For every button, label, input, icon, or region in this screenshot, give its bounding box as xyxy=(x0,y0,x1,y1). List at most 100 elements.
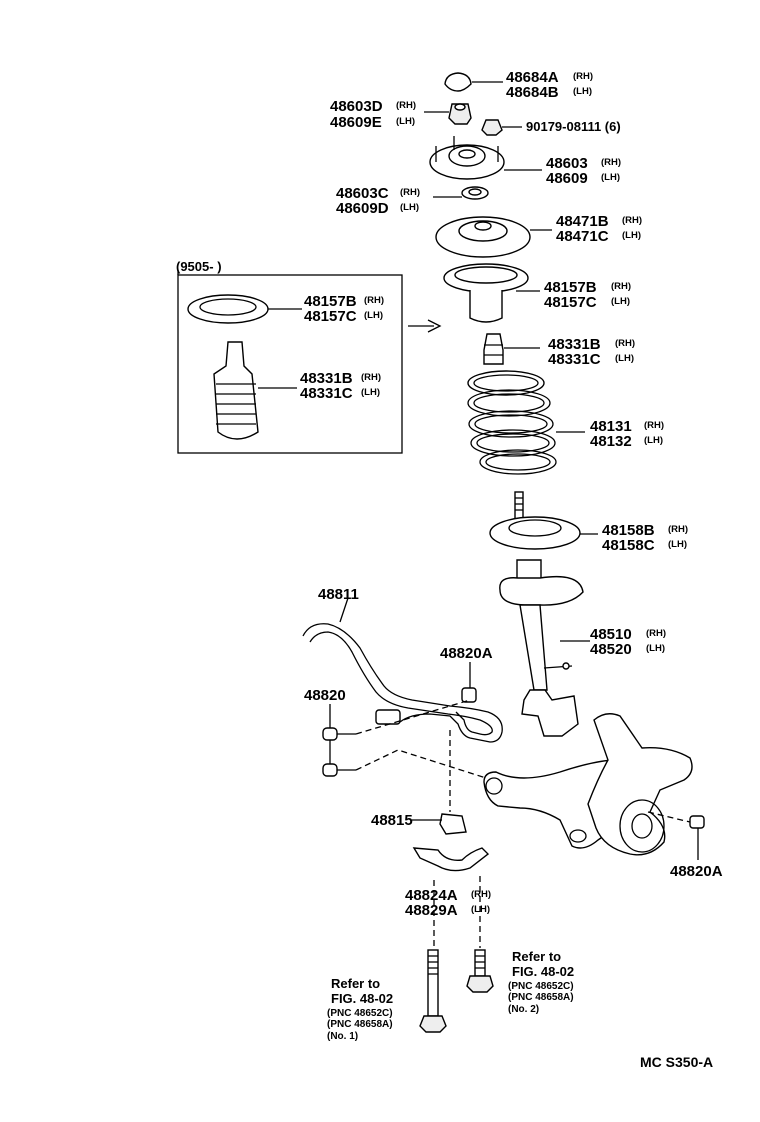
label-48811: 48811 xyxy=(318,586,359,603)
svg-text:(LH): (LH) xyxy=(611,296,630,307)
svg-text:(RH): (RH) xyxy=(471,889,491,900)
label-48684: 48684A (RH) 48684B (LH) xyxy=(506,69,593,101)
inset-box xyxy=(177,270,442,454)
nut-90179 xyxy=(481,119,522,136)
svg-text:48131: 48131 xyxy=(590,418,632,435)
seat-48471 xyxy=(435,216,552,258)
svg-text:(RH): (RH) xyxy=(601,157,621,168)
bushing-48820a-top xyxy=(461,662,477,703)
seat-48158 xyxy=(489,516,598,550)
svg-text:48158C: 48158C xyxy=(602,537,655,554)
svg-text:48471C: 48471C xyxy=(556,228,609,245)
svg-text:48820: 48820 xyxy=(304,687,346,704)
svg-text:48820A: 48820A xyxy=(670,863,723,880)
svg-text:(No. 1): (No. 1) xyxy=(327,1031,358,1042)
svg-text:(PNC 48658A): (PNC 48658A) xyxy=(508,992,574,1003)
label-box-date: (9505- ) xyxy=(176,259,222,274)
svg-text:MC S350-A: MC S350-A xyxy=(640,1054,713,1070)
svg-text:48609D: 48609D xyxy=(336,200,389,217)
svg-text:48811: 48811 xyxy=(318,586,359,603)
svg-text:(PNC 48658A): (PNC 48658A) xyxy=(327,1019,393,1030)
label-48510: 48510 (RH) 48520 (LH) xyxy=(590,626,666,658)
svg-text:48157B: 48157B xyxy=(304,293,357,310)
svg-text:48603C: 48603C xyxy=(336,185,389,202)
refer-note-no1: Refer to FIG. 48-02 (PNC 48652C) (PNC 48… xyxy=(327,976,393,1042)
svg-text:FIG. 48-02: FIG. 48-02 xyxy=(512,964,574,979)
svg-text:(LH): (LH) xyxy=(615,353,634,364)
svg-text:48158B: 48158B xyxy=(602,522,655,539)
svg-text:(RH): (RH) xyxy=(615,338,635,349)
svg-text:48331B: 48331B xyxy=(300,370,353,387)
svg-text:FIG. 48-02: FIG. 48-02 xyxy=(331,991,393,1006)
svg-text:(LH): (LH) xyxy=(646,643,665,654)
svg-text:48603D: 48603D xyxy=(330,98,383,115)
svg-text:(RH): (RH) xyxy=(573,71,593,82)
svg-text:48157C: 48157C xyxy=(544,294,597,311)
svg-text:(LH): (LH) xyxy=(471,904,490,915)
svg-text:48157B: 48157B xyxy=(544,279,597,296)
label-48603c: 48603C (RH) 48609D (LH) xyxy=(336,185,420,217)
stabilizer-bar-48811 xyxy=(302,597,503,743)
svg-text:(LH): (LH) xyxy=(601,172,620,183)
svg-text:(RH): (RH) xyxy=(400,187,420,198)
bumper-48331 xyxy=(483,333,540,365)
svg-text:(LH): (LH) xyxy=(668,539,687,550)
svg-text:(LH): (LH) xyxy=(644,435,663,446)
part-number-48684a: 48684A xyxy=(506,69,559,86)
cap-48684 xyxy=(444,72,503,92)
svg-text:(LH): (LH) xyxy=(364,310,383,321)
nut-48603d xyxy=(424,103,472,125)
bolt-no1 xyxy=(419,949,447,1033)
svg-text:(LH): (LH) xyxy=(400,202,419,213)
absorber-48510 xyxy=(499,559,590,737)
label-48471: 48471B (RH) 48471C (LH) xyxy=(556,213,642,245)
link-48820 xyxy=(322,704,401,777)
svg-text:(LH): (LH) xyxy=(396,116,415,127)
refer-note-no2: Refer to FIG. 48-02 (PNC 48652C) (PNC 48… xyxy=(508,949,574,1015)
svg-text:(RH): (RH) xyxy=(364,295,384,306)
svg-text:(PNC 48652C): (PNC 48652C) xyxy=(327,1008,393,1019)
svg-text:48331C: 48331C xyxy=(548,351,601,368)
svg-text:48603: 48603 xyxy=(546,155,588,172)
svg-text:(RH): (RH) xyxy=(361,372,381,383)
svg-text:90179-08111 (6): 90179-08111 (6) xyxy=(526,119,621,134)
svg-text:(No. 2): (No. 2) xyxy=(508,1004,539,1015)
svg-text:(RH): (RH) xyxy=(668,524,688,535)
insulator-48157 xyxy=(443,263,540,323)
support-48603 xyxy=(429,136,542,180)
label-48820a-top: 48820A xyxy=(440,645,493,662)
svg-text:48829A: 48829A xyxy=(405,902,458,919)
svg-text:(9505- ): (9505- ) xyxy=(176,259,222,274)
svg-text:48331C: 48331C xyxy=(300,385,353,402)
svg-text:48609E: 48609E xyxy=(330,114,382,131)
svg-text:48331B: 48331B xyxy=(548,336,601,353)
drawing-code: MC S350-A xyxy=(640,1054,713,1070)
svg-text:(PNC 48652C): (PNC 48652C) xyxy=(508,981,574,992)
svg-text:48132: 48132 xyxy=(590,433,632,450)
part-number-48684b: 48684B xyxy=(506,84,559,101)
svg-text:48520: 48520 xyxy=(590,641,632,658)
svg-text:(LH): (LH) xyxy=(622,230,641,241)
svg-text:48820A: 48820A xyxy=(440,645,493,662)
steering-knuckle xyxy=(587,713,705,860)
connection-lines xyxy=(355,699,691,948)
label-48157: 48157B (RH) 48157C (LH) xyxy=(544,279,631,311)
svg-text:(RH): (RH) xyxy=(611,281,631,292)
svg-text:(LH): (LH) xyxy=(573,86,592,97)
svg-text:(RH): (RH) xyxy=(644,420,664,431)
svg-text:(RH): (RH) xyxy=(646,628,666,639)
svg-text:48824A: 48824A xyxy=(405,887,458,904)
svg-text:48609: 48609 xyxy=(546,170,588,187)
svg-text:48815: 48815 xyxy=(371,812,413,829)
label-48820: 48820 xyxy=(304,687,346,704)
label-48131: 48131 (RH) 48132 (LH) xyxy=(590,418,664,450)
label-48815: 48815 xyxy=(371,812,413,829)
svg-text:(RH): (RH) xyxy=(396,100,416,111)
bushing-48815 xyxy=(412,813,467,835)
label-48824: 48824A (RH) 48829A (LH) xyxy=(405,887,491,919)
svg-text:48157C: 48157C xyxy=(304,308,357,325)
svg-text:Refer to: Refer to xyxy=(331,976,380,991)
label-48331-box: 48331B (RH) 48331C (LH) xyxy=(300,370,381,402)
label-48820a-right: 48820A xyxy=(670,863,723,880)
